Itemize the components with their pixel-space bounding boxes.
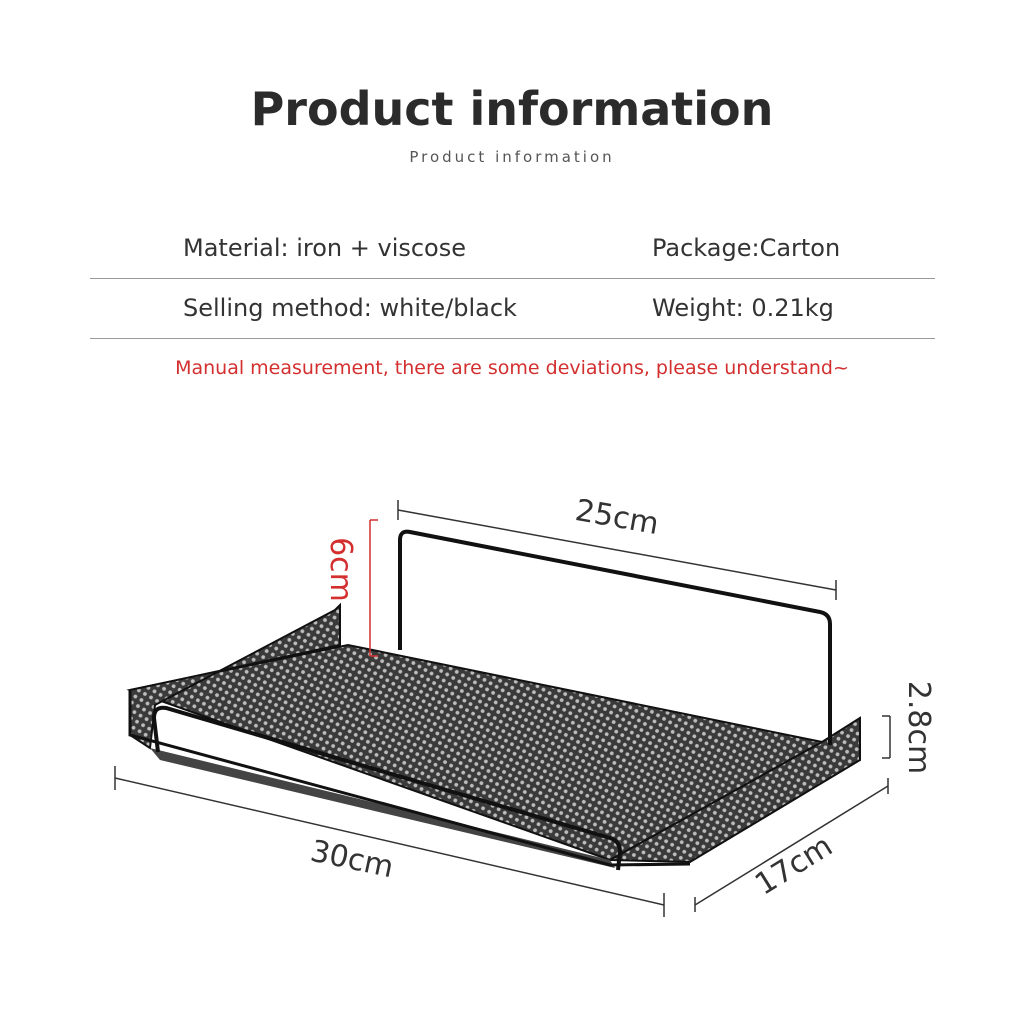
front-wire-frame (151, 705, 623, 871)
dim-height-front: 2.8cm (901, 680, 937, 775)
spec-row-1: Material: iron + viscose Package:Carton (90, 220, 935, 279)
spec-selling-method: Selling method: white/black (183, 294, 517, 322)
spec-package: Package:Carton (652, 234, 841, 262)
page-title: Product information (250, 82, 774, 136)
spec-weight: Weight: 0.21kg (652, 294, 834, 322)
tray-front-mesh (150, 748, 615, 868)
height-marker-6cm (369, 519, 378, 657)
back-wire-frame (398, 529, 832, 745)
page-subtitle: Product information (409, 148, 615, 166)
dimension-lines (114, 500, 891, 917)
tray-right-mesh (606, 716, 861, 864)
dim-height-back: 6cm (322, 537, 358, 602)
measurement-note: Manual measurement, there are some devia… (175, 357, 849, 379)
spec-material: Material: iron + viscose (183, 234, 467, 262)
spec-row-2: Selling method: white/black Weight: 0.21… (90, 280, 935, 339)
